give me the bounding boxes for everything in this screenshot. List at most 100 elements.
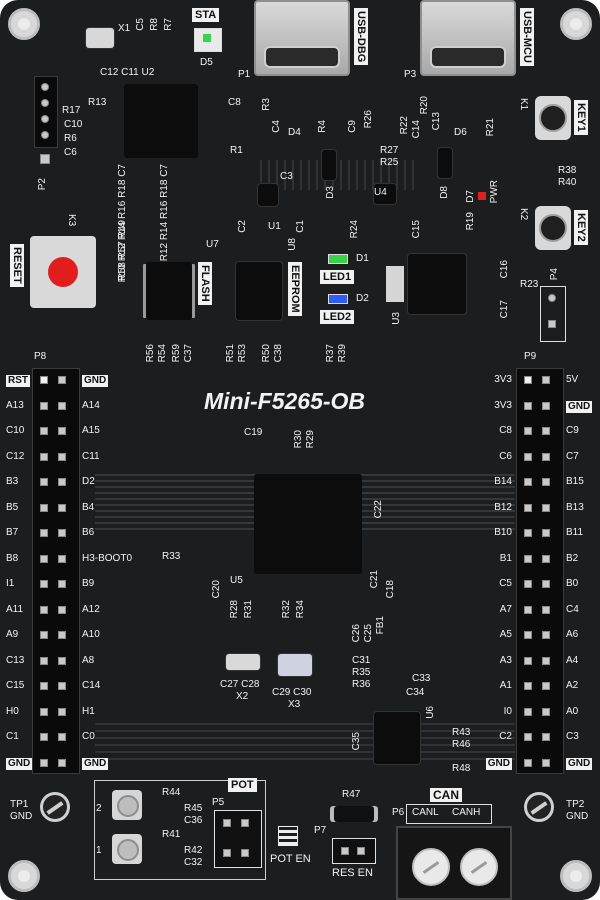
p8-pin: [40, 605, 48, 614]
p8-label-right: C0: [82, 731, 95, 742]
crystal-x3: [278, 654, 312, 676]
reset-label: RESET: [10, 244, 24, 287]
p8-label-right: C14: [82, 680, 101, 691]
p8-label-left: A13: [6, 399, 24, 411]
ldo-u3: [408, 254, 466, 314]
sta-label: STA: [192, 8, 220, 22]
p8-pin: [40, 427, 48, 435]
p8-pin: [58, 707, 66, 716]
diode-d3: [322, 150, 336, 180]
p9-pin: [542, 478, 550, 486]
power-led: [478, 192, 486, 200]
eeprom-chip: [236, 262, 282, 320]
header-p2: [34, 76, 58, 148]
p8-label-left: A11: [6, 603, 24, 615]
p9-pin: [542, 376, 550, 384]
p8-label-left: C1: [6, 731, 19, 742]
p8-pin: [40, 707, 48, 716]
p9-pin: [524, 452, 532, 461]
p9-label-right: B0: [566, 578, 579, 589]
flash-label: FLASH: [198, 262, 212, 305]
p8-pin: [58, 427, 66, 435]
p9-pin: [542, 682, 550, 690]
screw-canl[interactable]: [412, 848, 450, 886]
p9-label-right: GND: [566, 757, 593, 770]
p8-label-left: C10: [6, 425, 25, 436]
p8-pin: [58, 733, 66, 741]
p8-label-left: A9: [6, 629, 19, 640]
p9-pin: [542, 631, 550, 639]
key1-button[interactable]: [535, 96, 571, 140]
pot-section-outline: [94, 780, 266, 880]
p8-pin: [58, 503, 66, 512]
p9-pin: [542, 733, 550, 741]
p9-label-left: C6: [499, 450, 512, 462]
p8-label-right: B9: [82, 578, 95, 589]
p9-label-left: B12: [494, 501, 512, 513]
jumper-p4[interactable]: [540, 286, 566, 342]
p8-label-right: GND: [82, 757, 109, 770]
crystal-x2: [226, 654, 260, 670]
usb-dbg-connector[interactable]: [254, 0, 350, 76]
p9-label-left: C2: [499, 731, 512, 742]
p9-pin: [524, 631, 532, 639]
pot-en-label: POT EN: [270, 853, 311, 865]
p8-pin: [40, 631, 48, 639]
led1: [328, 254, 348, 264]
p9-pin: [542, 580, 550, 588]
p8-label-left: B7: [6, 527, 19, 538]
p8-pin: [58, 605, 66, 614]
header-p8: [32, 368, 80, 774]
can-terminal-block[interactable]: [396, 826, 512, 900]
screw-canh[interactable]: [460, 848, 498, 886]
p8-pin: [40, 376, 48, 384]
p9-label-right: A2: [566, 680, 579, 691]
pot-jumper-p5[interactable]: [214, 810, 262, 868]
usb-dbg-label: USB-DBG: [354, 8, 368, 66]
p8-pin: [58, 682, 66, 690]
p9-pin: [542, 529, 550, 537]
p9-pin: [524, 478, 532, 486]
p8-label-right: H3-BOOT0: [82, 552, 133, 564]
p9-label-left: B14: [494, 476, 512, 487]
p8-label-left: B5: [6, 501, 19, 513]
key2-button[interactable]: [535, 206, 571, 250]
pwr-label: PWR: [489, 180, 500, 204]
p8-label-right: B4: [82, 501, 95, 513]
res-jumper-p7[interactable]: [332, 838, 376, 864]
main-mcu-u5: [247, 467, 369, 581]
eeprom-label: EEPROM: [288, 262, 302, 316]
p9-pin: [524, 580, 532, 588]
potentiometer-2[interactable]: [112, 790, 142, 820]
p9-label-left: C5: [499, 578, 512, 589]
potentiometer-1[interactable]: [112, 834, 142, 864]
reset-button[interactable]: [30, 236, 96, 308]
p9-pin: [524, 427, 532, 435]
p8-pin: [40, 401, 48, 410]
mounting-hole-top-left: [8, 8, 40, 40]
pot-label: POT: [228, 778, 257, 792]
p8-label-left: GND: [6, 757, 33, 770]
p9-label-left: A5: [499, 629, 512, 640]
p9-pin: [542, 427, 550, 435]
mounting-hole-bottom-left: [8, 860, 40, 892]
usb-mcu-connector[interactable]: [420, 0, 516, 76]
status-led: [194, 28, 222, 52]
p9-label-right: C9: [566, 425, 579, 436]
flash-chip: [146, 262, 192, 320]
p9-label-right: B2: [566, 552, 579, 564]
p9-label-left: A7: [499, 603, 512, 615]
diode-d8: [438, 148, 452, 178]
test-point-tp1[interactable]: [40, 792, 70, 822]
test-point-tp2[interactable]: [524, 792, 554, 822]
p8-pin: [40, 529, 48, 537]
p9-pin: [542, 758, 550, 767]
p8-pin: [58, 452, 66, 461]
p9-label-left: A3: [499, 654, 512, 666]
resistor-r47: [334, 806, 374, 822]
p9-label-right: A6: [566, 629, 579, 640]
p8-pin: [40, 758, 48, 767]
p8-label-right: C11: [82, 450, 100, 462]
p9-label-right: 5V: [566, 374, 579, 385]
